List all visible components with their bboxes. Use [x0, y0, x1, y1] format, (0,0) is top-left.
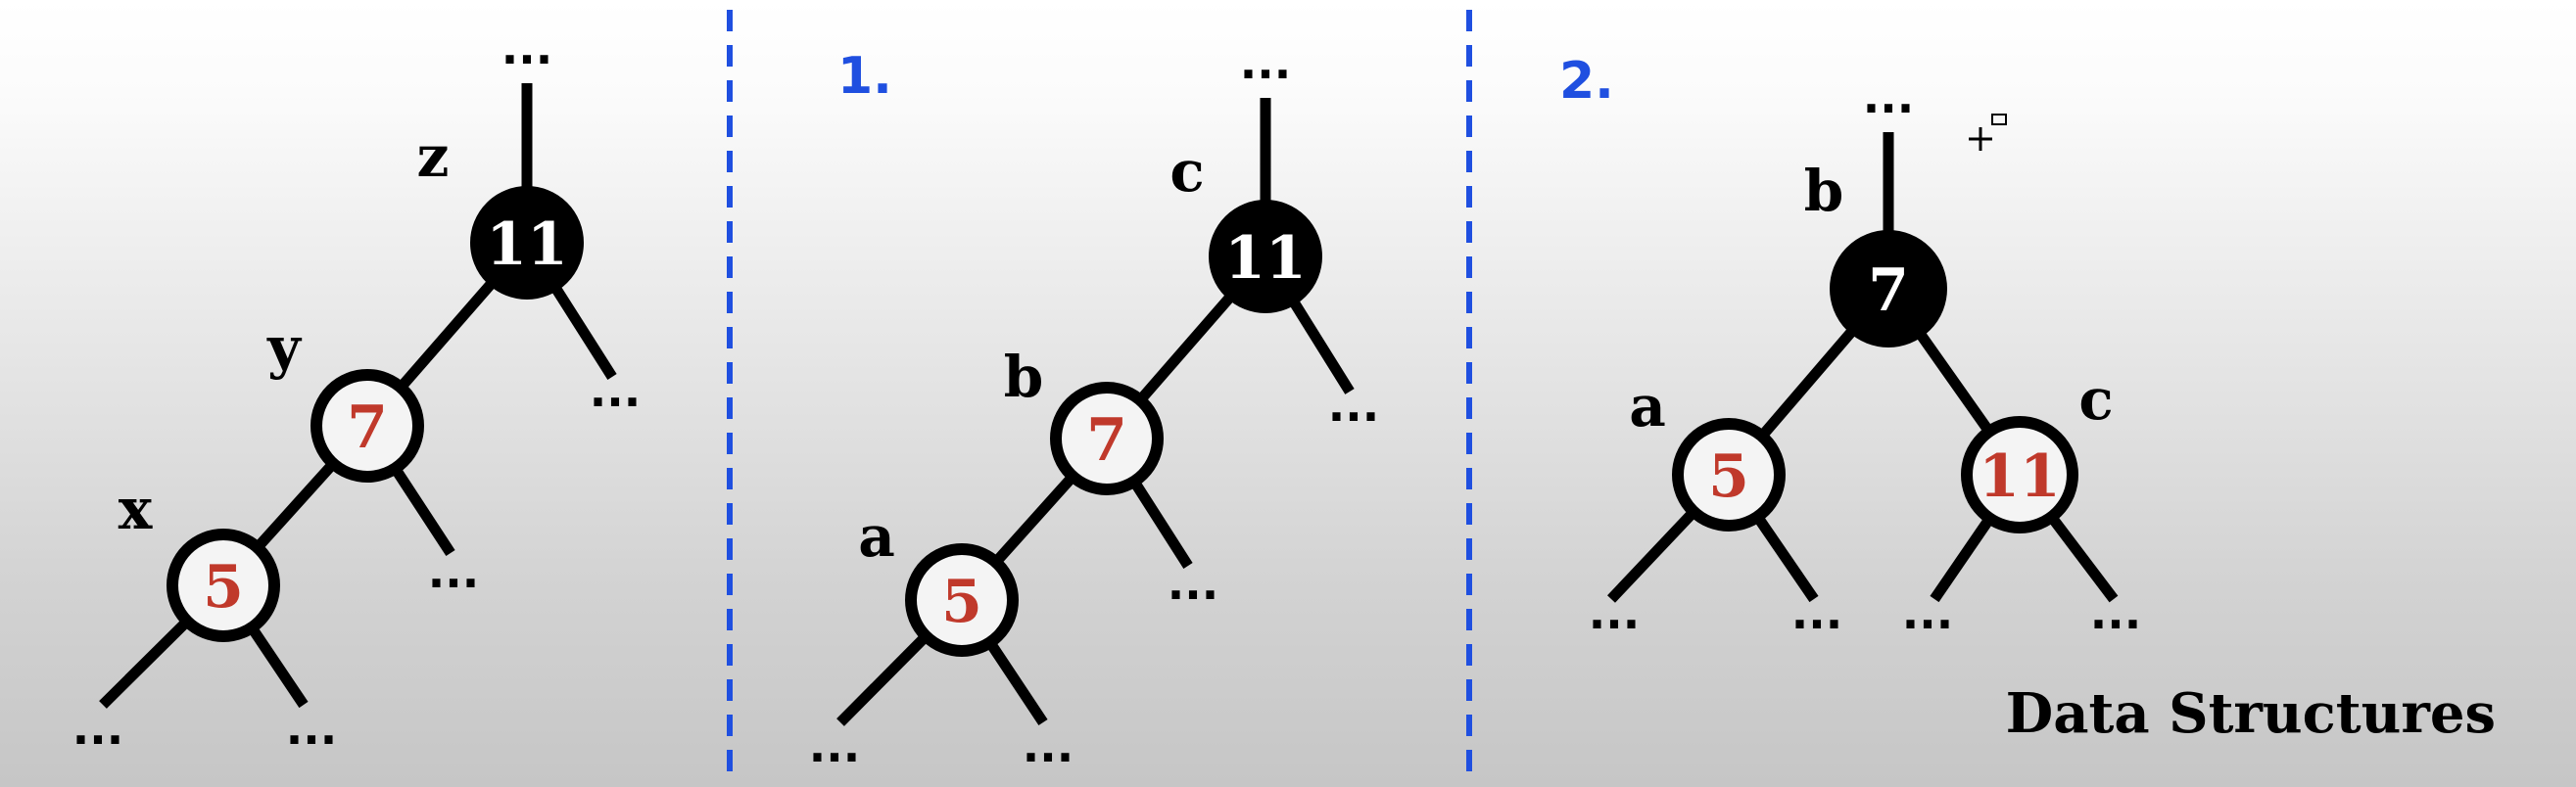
tree-node: 7: [1050, 382, 1164, 495]
tree-node: 7: [1830, 230, 1947, 347]
tree-node: 11: [1209, 200, 1322, 313]
node-label: c: [2078, 366, 2113, 433]
root-ellipsis: ...: [501, 22, 552, 74]
leaf-ellipsis: ...: [2090, 586, 2141, 639]
root-ellipsis: ...: [1863, 70, 1914, 123]
leaf-ellipsis: ...: [286, 702, 337, 755]
leaf-ellipsis: ...: [1023, 719, 1073, 772]
node-value: 5: [1708, 442, 1749, 511]
node-label: c: [1169, 138, 1204, 205]
panel-initial-tree: ... ... ... ... ... 11 7 5 z y x: [72, 22, 641, 755]
node-label: b: [1804, 158, 1844, 224]
crosshair-cursor-icon: [1969, 114, 2007, 151]
node-label: b: [1004, 344, 1044, 410]
node-value: 5: [941, 568, 982, 636]
node-label: a: [858, 503, 895, 570]
leaf-ellipsis: ...: [590, 364, 641, 417]
node-value: 7: [347, 394, 388, 462]
leaf-ellipsis: ...: [72, 702, 123, 755]
tree-node: 5: [1672, 418, 1786, 532]
node-label: x: [119, 476, 153, 542]
tree-node: 5: [905, 543, 1019, 657]
tree-node: 11: [470, 186, 584, 300]
leaf-ellipsis: ...: [428, 545, 479, 598]
node-label: a: [1629, 373, 1666, 440]
tree-node: 5: [167, 529, 280, 642]
leaf-ellipsis: ...: [1902, 586, 1953, 639]
node-value: 11: [486, 210, 568, 279]
leaf-ellipsis: ...: [809, 719, 860, 772]
panel-step-2: 2. ... ... ... ... ... 7 5 11 b a c: [1559, 52, 2141, 639]
node-label: z: [417, 123, 450, 190]
node-value: 11: [1979, 442, 2061, 511]
panel-step-1: 1. ... ... ... ... ... 11 7 5 c b a: [809, 36, 1379, 772]
leaf-ellipsis: ...: [1589, 586, 1640, 639]
leaf-ellipsis: ...: [1791, 586, 1842, 639]
step-label: 2.: [1559, 52, 1614, 111]
node-label: y: [266, 314, 303, 381]
root-ellipsis: ...: [1240, 36, 1291, 89]
watermark-text: Data Structures: [2006, 681, 2496, 746]
leaf-ellipsis: ...: [1328, 379, 1379, 432]
node-value: 5: [203, 553, 244, 622]
node-value: 11: [1224, 224, 1307, 293]
tree-node: 11: [1961, 416, 2078, 533]
tree-node: 7: [310, 369, 424, 483]
leaf-ellipsis: ...: [1168, 557, 1218, 610]
node-value: 7: [1868, 256, 1909, 325]
node-value: 7: [1086, 406, 1127, 475]
step-label: 1.: [837, 47, 892, 106]
